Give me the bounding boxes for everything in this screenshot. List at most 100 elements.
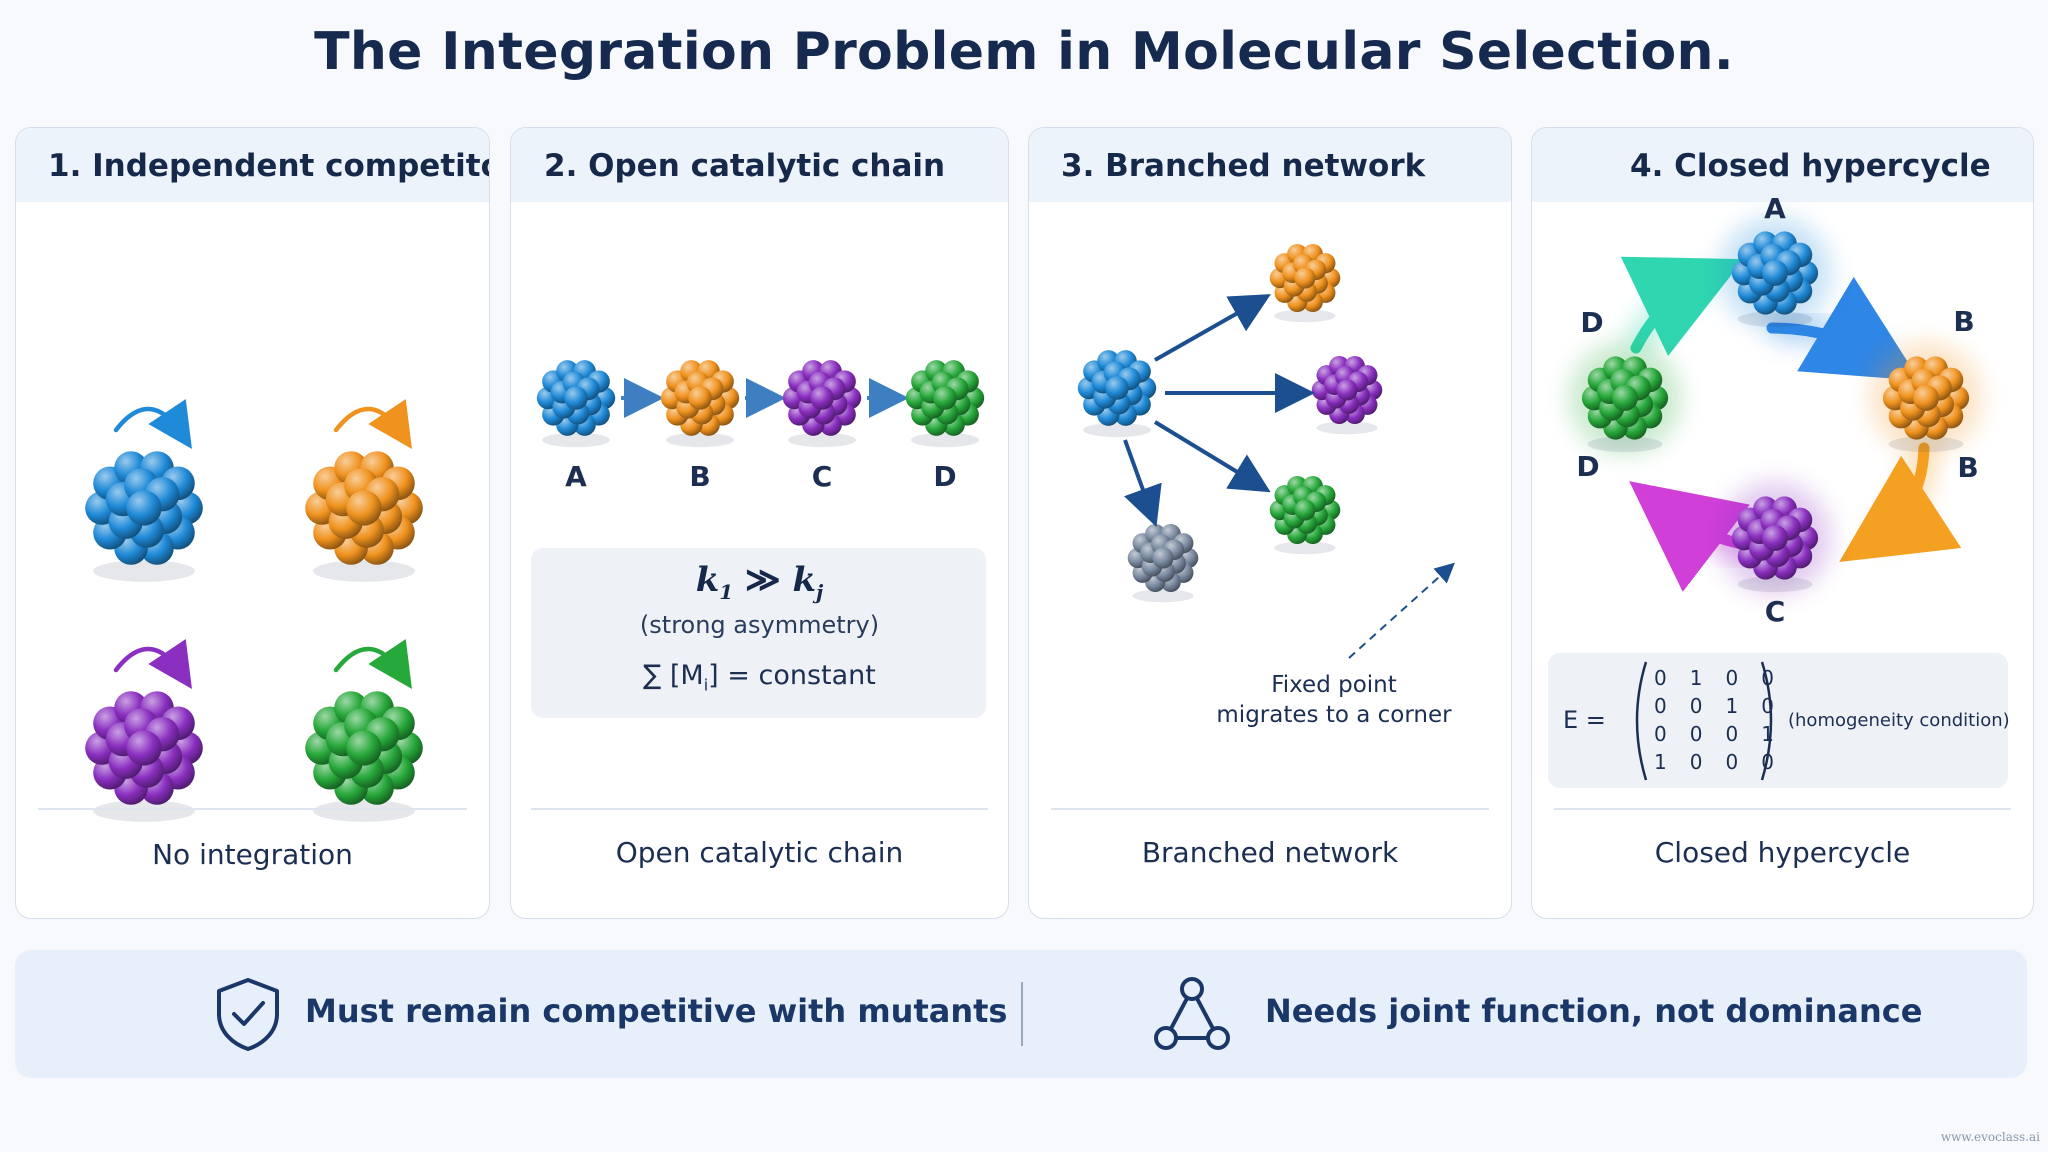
panel-4-graphic: A B B C D D [1569,192,1982,628]
matrix-cell: 0 [1689,722,1703,746]
self-replication-arrow [333,639,412,689]
competitive-requirement: Must remain competitive with mutants [305,992,1008,1030]
matrix-cell: 0 [1654,694,1667,718]
panel-independent-competitors: 1. Independent competitors No integratio… [15,127,490,919]
arrow-d-to-a [1620,256,1744,357]
divider [1051,808,1489,810]
matrix-cell: 1 [1761,722,1774,746]
panel-header [1029,128,1511,202]
divider [531,808,988,810]
green-molecule [1269,475,1341,555]
cycle-label: C [1765,595,1786,628]
watermark: www.evoclass.ai [1940,1130,2040,1144]
molecule-d [905,360,985,448]
note-line-1: Fixed point [1271,672,1397,698]
panel-footer: Open catalytic chain [615,836,904,869]
rate-symbol: k [792,560,817,600]
page-title: The Integration Problem in Molecular Sel… [314,22,1734,82]
chain-label: A [565,460,587,493]
rate-symbol: k [695,560,720,600]
matrix-cell: 0 [1725,666,1739,690]
panel-footer: Closed hypercycle [1654,836,1911,869]
rate-subscript: j [816,579,824,604]
panel-title: 2. Open catalytic chain [544,148,946,184]
matrix-label: E = [1563,706,1606,734]
matrix-cell: 1 [1725,694,1739,718]
panel-title: 1. Independent competitors [48,148,490,184]
panel-header [511,128,1008,202]
panel-footer: No integration [152,838,353,871]
source-molecule [1077,350,1157,438]
matrix-cell: 0 [1654,722,1667,746]
chain-label: C [812,460,833,493]
joint-function-requirement: Needs joint function, not dominance [1265,992,1923,1030]
matrix-cell: 0 [1725,750,1739,774]
self-replication-arrow [113,639,192,689]
self-replication-arrow [333,399,412,449]
cycle-label: B [1953,305,1974,338]
orange-molecule [305,451,423,582]
vertical-divider [1021,982,1023,1046]
migration-arrow [1348,562,1455,659]
panel-footer: Branched network [1141,836,1399,869]
note-line-2: migrates to a corner [1216,702,1452,728]
fixed-point-note: Fixed point migrates to a corner [1209,670,1459,730]
matrix-cell: 0 [1689,694,1703,718]
branch-arrow [1154,294,1271,362]
branch-arrow [1123,439,1162,528]
cycle-label: D [1576,450,1599,483]
chain-label: D [933,460,956,493]
bottom-summary-bar: Must remain competitive with mutants Nee… [15,950,2027,1078]
asymmetry-note: (strong asymmetry) [639,611,880,639]
matrix-note: (homogeneity condition) [1788,710,2010,731]
much-greater-symbol: ≫ [745,560,781,600]
sum-constraint: ∑ [Mi] = constant [511,660,1008,694]
matrix-cell: 0 [1689,750,1703,774]
divider [38,808,467,810]
self-replication-arrow [113,399,192,449]
molecule-b [1882,356,1970,453]
gray-molecule [1127,523,1199,603]
matrix-cell: 0 [1654,666,1667,690]
purple-molecule [85,691,203,822]
rate-subscript: 1 [719,579,734,604]
network-triangle-icon [1154,977,1230,1050]
sum-suffix: ] = constant [708,660,876,691]
matrix-cell: 0 [1725,722,1739,746]
panel-3-graphic [1077,243,1455,659]
molecule-a [536,360,616,448]
branch-arrow [1153,420,1271,493]
sum-prefix: ∑ [M [643,660,704,691]
panel-header [16,128,489,202]
shield-check-icon [217,978,279,1051]
sum-subscript: i [703,675,709,695]
green-molecule [305,691,423,822]
matrix-cell: 0 [1761,666,1774,690]
chain-label: B [689,460,710,493]
matrix-cell: 1 [1654,750,1667,774]
matrix-brackets [1635,661,1773,781]
matrix-cell: 0 [1761,694,1774,718]
panel-1-graphic [85,399,423,822]
matrix-cell: 0 [1761,750,1774,774]
molecule-a [1731,231,1819,328]
orange-molecule [1269,243,1341,323]
cycle-label: B [1957,451,1978,484]
divider [1554,808,2011,810]
molecule-c [1731,496,1819,593]
panel-title: 3. Branched network [1061,148,1426,184]
matrix-box [1548,653,2008,788]
arrow-a-to-b [1766,276,1920,381]
panel-header [1532,128,2033,202]
matrix-cell: 1 [1689,666,1703,690]
cycle-label: D [1580,306,1603,339]
molecule-d [1581,356,1669,453]
cycle-label: A [1764,192,1786,225]
